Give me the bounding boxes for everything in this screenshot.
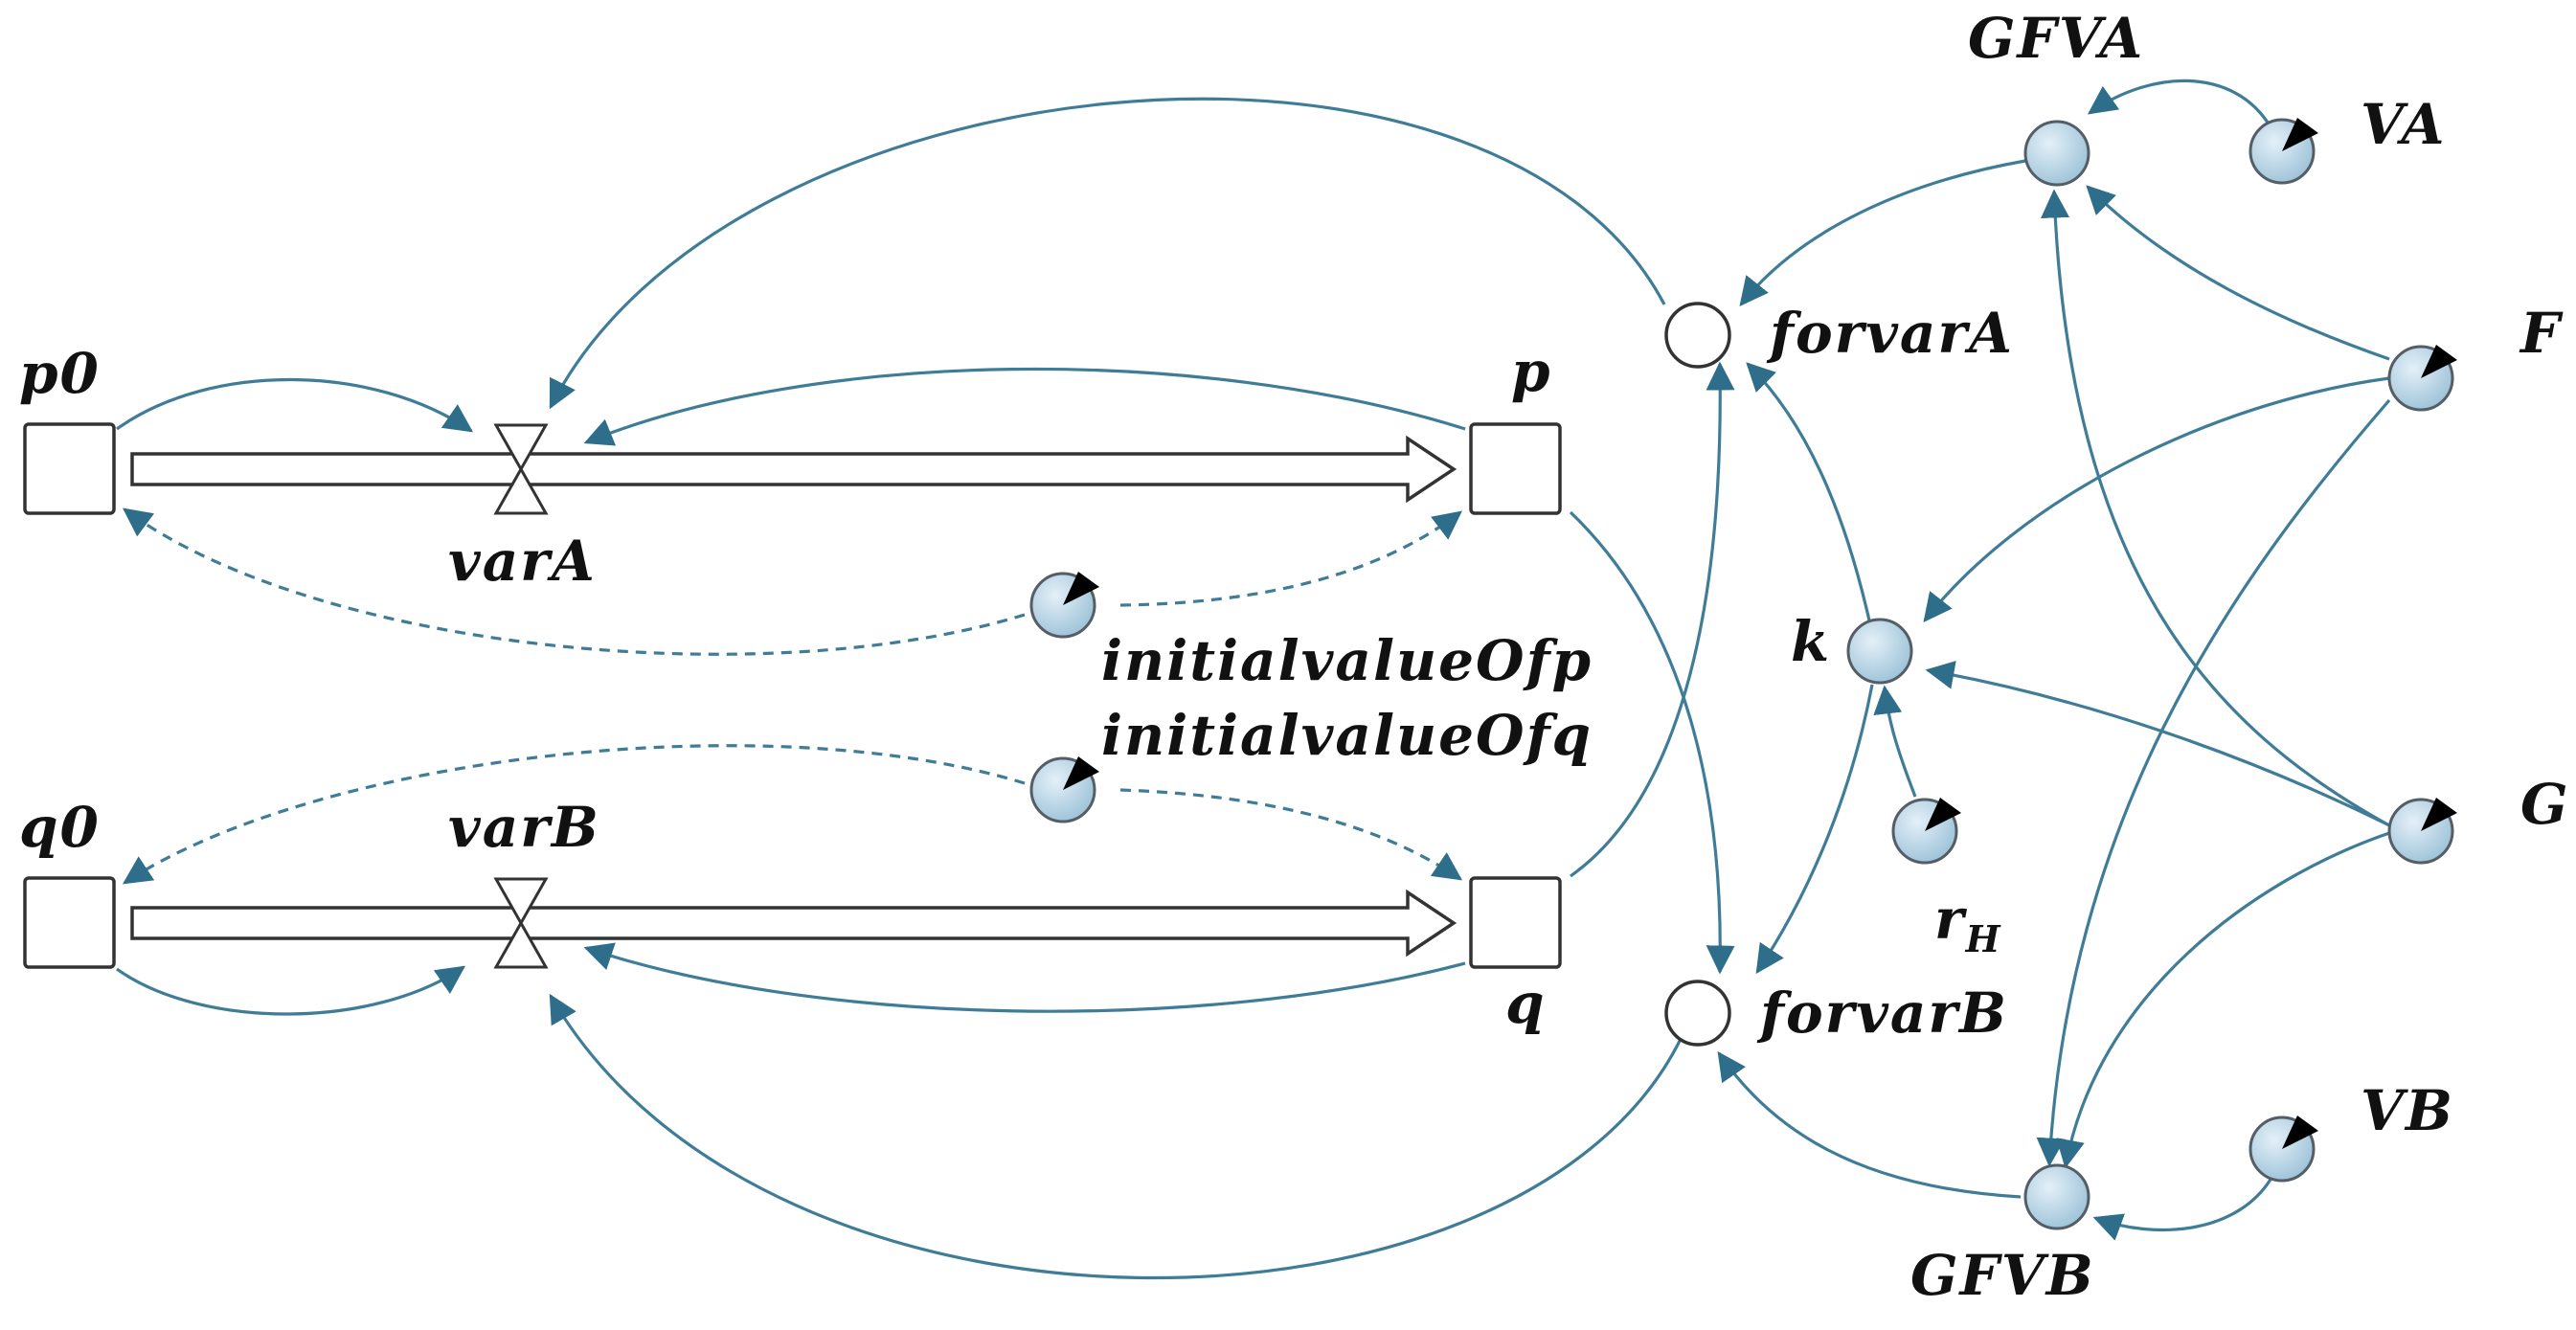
aux-forvarB[interactable] xyxy=(1664,980,1731,1047)
label-q0: q0 xyxy=(19,795,101,860)
label-p: p xyxy=(1511,339,1552,404)
constant-rH-icon[interactable] xyxy=(1891,798,1961,865)
label-VA: VA xyxy=(2361,92,2447,157)
label-varB: varB xyxy=(448,795,600,860)
stock-p[interactable] xyxy=(1469,422,1562,515)
dashed-links xyxy=(122,507,1463,885)
label-forvarA: forvarA xyxy=(1766,301,2014,366)
constant-G-icon[interactable] xyxy=(2387,798,2457,865)
constant-F-icon[interactable] xyxy=(2387,345,2457,412)
links xyxy=(116,79,2391,1280)
valve-varB-icon[interactable] xyxy=(493,877,549,969)
aux-k[interactable] xyxy=(1846,618,1913,685)
label-forvarB: forvarB xyxy=(1756,981,2008,1046)
constant-VA-icon[interactable] xyxy=(2248,118,2318,185)
aux-GFVA[interactable] xyxy=(2023,120,2090,187)
stock-q0[interactable] xyxy=(23,876,116,969)
constant-initialvalueOfp-icon[interactable] xyxy=(1029,572,1099,639)
constant-initialvalueOfq-icon[interactable] xyxy=(1029,756,1099,823)
label-varA: varA xyxy=(448,529,597,594)
label-rH: rH xyxy=(1934,887,2001,960)
label-GFVA: GFVA xyxy=(1968,6,2144,71)
label-initialvalueOfq: initialvalueOfq xyxy=(1101,703,1593,768)
label-VB: VB xyxy=(2361,1078,2454,1143)
stock-p0[interactable] xyxy=(23,422,116,515)
aux-GFVB[interactable] xyxy=(2023,1163,2090,1230)
valve-varA-icon[interactable] xyxy=(493,423,549,515)
stock-q[interactable] xyxy=(1469,876,1562,969)
flow-pipe-b xyxy=(130,889,1457,958)
label-rH-main: r xyxy=(1934,887,1968,952)
label-q: q xyxy=(1505,971,1547,1036)
constant-VB-icon[interactable] xyxy=(2248,1116,2318,1183)
label-k: k xyxy=(1791,609,1831,674)
flow-pipe-a xyxy=(130,435,1457,504)
label-GFVB: GFVB xyxy=(1910,1243,2095,1308)
label-rH-sub: H xyxy=(1965,917,2002,960)
label-initialvalueOfp: initialvalueOfp xyxy=(1101,628,1593,693)
label-G: G xyxy=(2520,772,2570,837)
label-p0: p0 xyxy=(19,341,101,406)
aux-forvarA[interactable] xyxy=(1664,302,1731,369)
label-F: F xyxy=(2519,301,2564,366)
